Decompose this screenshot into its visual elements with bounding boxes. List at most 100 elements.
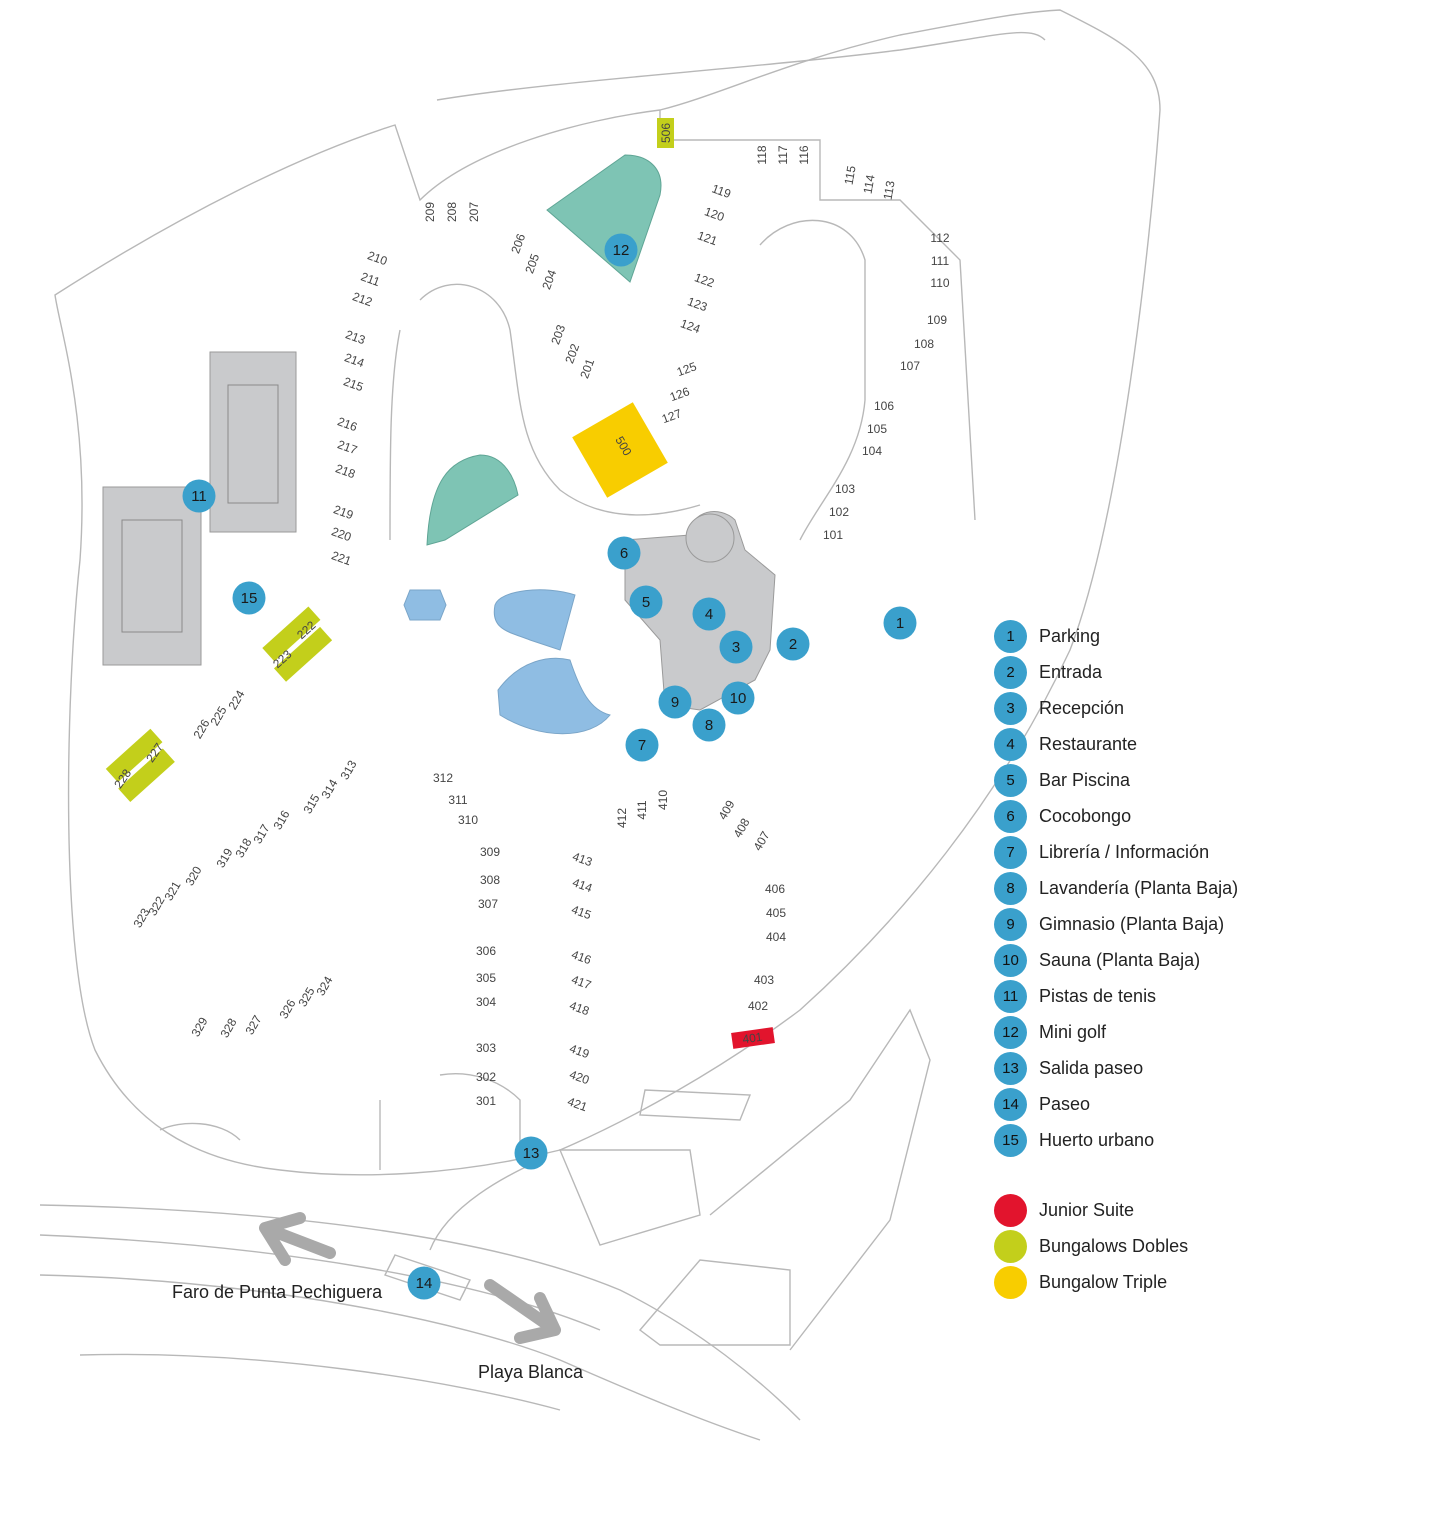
unit-label-213: 213 <box>344 327 368 347</box>
map-marker-15[interactable]: 15 <box>232 581 266 615</box>
legend-label: Librería / Información <box>1039 841 1210 862</box>
map-marker-2[interactable]: 2 <box>776 627 810 661</box>
unit-label-409: 409 <box>715 798 737 823</box>
legend-label: Restaurante <box>1039 733 1138 754</box>
unit-label-314: 314 <box>318 777 340 802</box>
map-marker-14[interactable]: 14 <box>407 1266 441 1300</box>
unit-label-306: 306 <box>476 944 496 958</box>
marker-number: 7 <box>638 737 646 754</box>
map-marker-10[interactable]: 10 <box>721 681 755 715</box>
map-marker-1[interactable]: 1 <box>883 606 917 640</box>
map-marker-12[interactable]: 12 <box>604 233 638 267</box>
highlighted-bungalows <box>105 118 775 1049</box>
unit-label-412: 412 <box>615 808 629 828</box>
legend-badge: 14 <box>994 1087 1027 1121</box>
unit-label-126: 126 <box>668 384 692 404</box>
unit-label-112: 112 <box>930 231 949 245</box>
unit-label-119: 119 <box>710 181 733 201</box>
unit-label-221: 221 <box>330 548 354 568</box>
unit-label-110: 110 <box>930 276 949 290</box>
marker-circle <box>658 685 692 719</box>
unit-label-202: 202 <box>562 342 582 366</box>
unit-label-328: 328 <box>217 1016 239 1041</box>
unit-label-114: 114 <box>861 173 878 195</box>
legend-badge: 5 <box>994 763 1027 797</box>
unit-label-307: 307 <box>478 897 498 911</box>
marker-number: 15 <box>241 590 258 607</box>
legend-badge: 13 <box>994 1051 1027 1085</box>
unit-label-122: 122 <box>693 270 717 290</box>
unit-label-408: 408 <box>730 816 752 841</box>
legend-label: Cocobongo <box>1039 805 1132 826</box>
unit-label-403: 403 <box>754 973 774 987</box>
legend-label: Pistas de tenis <box>1039 985 1157 1006</box>
map-marker-5[interactable]: 5 <box>629 585 663 619</box>
map-marker-6[interactable]: 6 <box>607 536 641 570</box>
unit-label-319: 319 <box>213 846 235 871</box>
unit-label-301: 301 <box>476 1094 496 1108</box>
unit-label-123: 123 <box>686 294 710 314</box>
unit-label-416: 416 <box>570 947 594 967</box>
map-marker-9[interactable]: 9 <box>658 685 692 719</box>
marker-circle <box>692 708 726 742</box>
unit-label-104: 104 <box>862 444 882 458</box>
unit-label-127: 127 <box>660 406 684 426</box>
legend-badge: 9 <box>994 907 1027 941</box>
unit-label-420: 420 <box>568 1067 592 1087</box>
marker-number: 4 <box>705 606 713 623</box>
legend-label: Bar Piscina <box>1039 769 1131 790</box>
unit-label-407: 407 <box>750 829 772 854</box>
unit-label-204: 204 <box>539 268 559 292</box>
map-marker-8[interactable]: 8 <box>692 708 726 742</box>
map-marker-13[interactable]: 13 <box>514 1136 548 1170</box>
unit-label-203: 203 <box>548 323 568 347</box>
unit-label-410: 410 <box>656 790 670 810</box>
map-marker-4[interactable]: 4 <box>692 597 726 631</box>
direction-west-label: Faro de Punta Pechiguera <box>172 1282 383 1302</box>
unit-label-205: 205 <box>522 252 542 276</box>
legend-label: Paseo <box>1039 1093 1091 1114</box>
map-marker-3[interactable]: 3 <box>719 630 753 664</box>
unit-label-308: 308 <box>480 873 500 887</box>
legend-item-5: 5 Bar Piscina <box>994 762 1414 798</box>
unit-label-113: 113 <box>881 179 898 201</box>
unit-label-316: 316 <box>270 808 292 833</box>
marker-number: 3 <box>732 639 740 656</box>
unit-label-311: 311 <box>448 793 467 807</box>
unit-label-120: 120 <box>703 204 727 224</box>
unit-label-417: 417 <box>570 972 594 992</box>
legend-badge: 10 <box>994 943 1027 977</box>
unit-label-310: 310 <box>458 813 478 827</box>
legend-badge: 7 <box>994 835 1027 869</box>
marker-circle <box>721 681 755 715</box>
marker-circle <box>232 581 266 615</box>
map-marker-7[interactable]: 7 <box>625 728 659 762</box>
unit-label-224: 224 <box>225 688 247 713</box>
unit-label-211: 211 <box>359 269 382 289</box>
marker-circle <box>607 536 641 570</box>
unit-label-302: 302 <box>476 1070 496 1084</box>
unit-label-117: 117 <box>776 145 790 164</box>
unit-label-219: 219 <box>332 502 356 522</box>
legend-badge: 1 <box>994 619 1027 653</box>
unit-label-421: 421 <box>566 1094 590 1114</box>
unit-label-402: 402 <box>748 999 768 1013</box>
marker-number: 14 <box>416 1275 433 1292</box>
unit-label-304: 304 <box>476 995 496 1009</box>
legend-type-label: Junior Suite <box>1039 1199 1135 1220</box>
marker-number: 10 <box>730 690 747 707</box>
unit-label-210: 210 <box>366 248 390 268</box>
map-marker-11[interactable]: 11 <box>182 479 216 513</box>
direction-east-label: Playa Blanca <box>478 1362 584 1382</box>
unit-label-506: 506 <box>659 123 673 143</box>
legend-type-item: Bungalows Dobles <box>994 1228 1414 1264</box>
